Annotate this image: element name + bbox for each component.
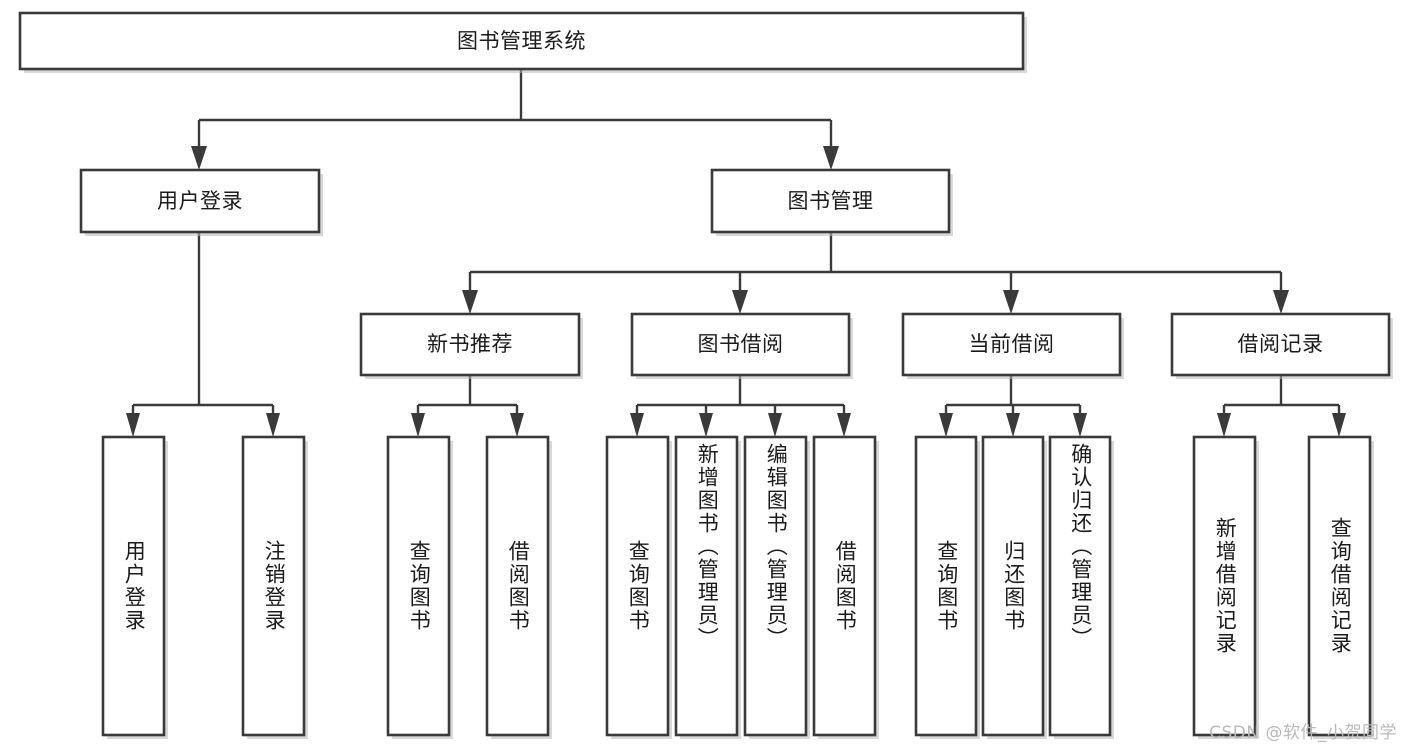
arrow-to-leaf-borrow-book xyxy=(837,413,851,437)
leaf-box-add-borrow-record[interactable] xyxy=(1192,435,1259,739)
node-borrow-record[interactable]: 借阅记录 xyxy=(1170,312,1393,379)
node-book-borrow-label: 图书借阅 xyxy=(698,332,784,356)
arrow-to-book-borrow xyxy=(732,290,748,314)
leaf-box-query-borrow-record[interactable] xyxy=(1307,435,1374,739)
arrow-to-book-management xyxy=(823,146,839,170)
arrow-to-leaf-return-book xyxy=(1006,413,1020,437)
connector-group-new-book-recommend xyxy=(416,375,519,419)
node-new-book-recommend[interactable]: 新书推荐 xyxy=(359,312,583,379)
leaf-box-query-book-new[interactable] xyxy=(386,435,453,739)
leaf-box-add-book-admin[interactable] xyxy=(674,435,741,739)
leaf-boxes xyxy=(101,435,1374,739)
arrow-to-leaf-confirm-return-admin xyxy=(1073,413,1087,437)
connector-group-book-management xyxy=(468,232,1283,296)
node-borrow-record-label: 借阅记录 xyxy=(1238,332,1324,356)
connector-group-current-borrow xyxy=(944,375,1082,419)
arrow-to-leaf-user-login xyxy=(126,413,140,437)
connector-group-root xyxy=(197,69,833,152)
node-root-label: 图书管理系统 xyxy=(457,29,586,53)
connector-group-borrow-record xyxy=(1222,375,1341,419)
arrowheads xyxy=(126,146,1346,437)
connector-group-user-login xyxy=(131,232,275,419)
arrow-to-new-book-recommend xyxy=(462,290,478,314)
node-book-management-label: 图书管理 xyxy=(788,189,874,213)
arrow-to-leaf-query-book-borrow xyxy=(630,413,644,437)
arrow-to-leaf-logout xyxy=(266,413,280,437)
connector-group-book-borrow xyxy=(635,375,846,419)
arrow-to-leaf-edit-book-admin xyxy=(768,413,782,437)
arrow-to-user-login xyxy=(191,146,207,170)
leaf-box-edit-book-admin[interactable] xyxy=(743,435,810,739)
node-book-borrow[interactable]: 图书借阅 xyxy=(630,312,853,379)
arrow-to-leaf-borrow-book-new xyxy=(510,413,524,437)
arrow-to-borrow-record xyxy=(1273,290,1289,314)
node-root[interactable]: 图书管理系统 xyxy=(18,11,1027,73)
arrow-to-current-borrow xyxy=(1003,290,1019,314)
watermark: CSDN @软件_小贺同学 xyxy=(1209,723,1397,743)
leaf-box-logout[interactable] xyxy=(241,435,308,739)
arrow-to-leaf-query-book-new xyxy=(411,413,425,437)
node-user-login-label: 用户登录 xyxy=(157,189,243,213)
leaf-box-borrow-book-new[interactable] xyxy=(485,435,552,739)
leaf-box-return-book[interactable] xyxy=(981,435,1047,739)
node-current-borrow[interactable]: 当前借阅 xyxy=(901,312,1124,379)
arrow-to-leaf-add-borrow-record xyxy=(1217,413,1231,437)
node-user-login[interactable]: 用户登录 xyxy=(79,168,323,236)
arrow-to-leaf-add-book-admin xyxy=(699,413,713,437)
arrow-to-leaf-query-borrow-record xyxy=(1332,413,1346,437)
leaf-box-user-login[interactable] xyxy=(101,435,168,739)
leaf-box-confirm-return-admin[interactable] xyxy=(1048,435,1114,739)
node-book-management[interactable]: 图书管理 xyxy=(710,168,953,236)
arrow-to-leaf-query-book-current xyxy=(939,413,953,437)
leaf-box-query-book-current[interactable] xyxy=(914,435,980,739)
leaf-box-query-book-borrow[interactable] xyxy=(605,435,672,739)
leaf-box-borrow-book[interactable] xyxy=(812,435,879,739)
node-current-borrow-label: 当前借阅 xyxy=(969,332,1055,356)
node-new-book-recommend-label: 新书推荐 xyxy=(427,332,513,356)
